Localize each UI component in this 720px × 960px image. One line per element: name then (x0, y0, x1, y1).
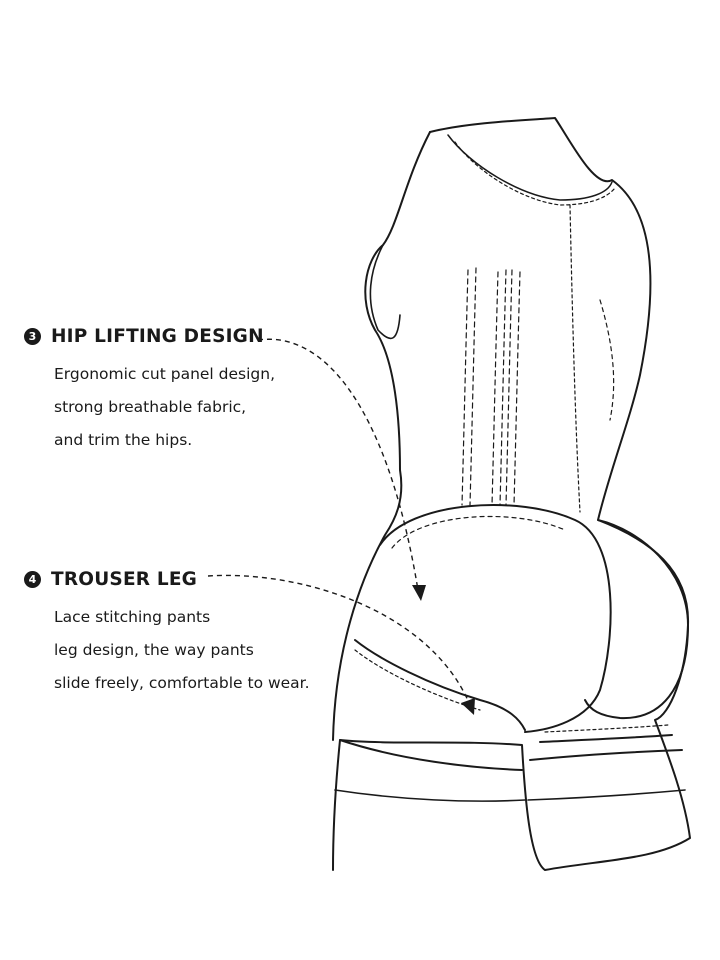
neckline-edge (447, 134, 613, 201)
feature-title: HIP LIFTING DESIGN (51, 325, 264, 347)
hip-seam (391, 515, 566, 549)
feature-description-line: strong breathable fabric, (54, 398, 247, 416)
feature-description: Ergonomic cut panel design, strong breat… (54, 358, 275, 457)
back-seam (569, 204, 581, 513)
feature-description-line: slide freely, comfortable to wear. (54, 674, 310, 692)
feature-description: Lace stitching pants leg design, the way… (54, 601, 310, 700)
left-side-outline (332, 131, 431, 741)
feature-trouser-leg: 4 TROUSER LEG Lace stitching pants leg d… (24, 565, 310, 700)
right-leg-cuff (529, 749, 683, 761)
right-leg-band (539, 734, 673, 743)
right-hip-outline (584, 519, 689, 720)
leg-band-stitching (354, 649, 481, 711)
feature-description-line: and trim the hips. (54, 431, 193, 449)
left-leg-cuff-line (334, 789, 526, 802)
feature-title: TROUSER LEG (51, 568, 198, 590)
trouser-callout-arrowhead (461, 698, 475, 715)
hip-callout-line (257, 338, 419, 591)
bust-outline (369, 244, 401, 340)
neckline-stitching (454, 141, 616, 206)
left-hip-outline (379, 504, 612, 733)
feature-number-badge: 3 (24, 327, 41, 345)
right-leg-band-stitching (544, 724, 669, 733)
feature-heading: 3 HIP LIFTING DESIGN (24, 322, 275, 350)
trouser-callout-line (207, 574, 471, 706)
feature-description-line: leg design, the way pants (54, 641, 254, 659)
feature-number-badge: 4 (24, 570, 41, 588)
torso-outline (332, 117, 691, 871)
side-seam (599, 299, 615, 421)
hip-callout-arrowhead (412, 585, 426, 601)
left-leg-cuff (339, 739, 523, 771)
leg-band-top (354, 639, 526, 731)
feature-description-line: Ergonomic cut panel design, (54, 365, 276, 383)
right-leg-cuff-line (527, 789, 686, 801)
feature-heading: 4 TROUSER LEG (24, 565, 310, 593)
feature-description-line: Lace stitching pants (54, 608, 211, 626)
boning-lines (461, 267, 521, 506)
feature-hip-lifting: 3 HIP LIFTING DESIGN Ergonomic cut panel… (24, 322, 275, 457)
